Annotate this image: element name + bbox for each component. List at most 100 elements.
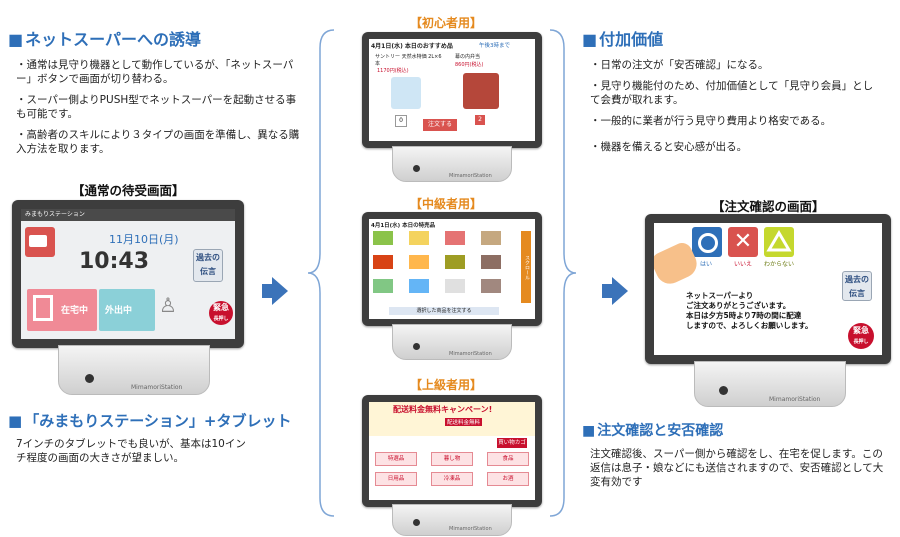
- message-button[interactable]: 過去の伝言: [193, 249, 223, 282]
- right-brace-icon: [549, 29, 577, 517]
- category-button[interactable]: 特選品: [375, 452, 417, 466]
- yes-button[interactable]: [692, 227, 722, 257]
- advanced-caption: 【上級者用】: [410, 378, 483, 392]
- emergency-button[interactable]: 緊急 長押し: [209, 301, 233, 325]
- intermediate-header: 4月1日(水) 本日の特売品: [371, 223, 436, 229]
- app-titlebar: みまもりステーション: [21, 209, 235, 221]
- standby-stand: MimamoriStation: [58, 345, 210, 395]
- category-button[interactable]: 食品: [487, 452, 529, 466]
- item1-price: 1170円(税込): [377, 68, 409, 74]
- station-text: 7インチのタブレットでも良いが、基本は10インチ程度の画面の大きさが望ましい。: [16, 438, 246, 464]
- standby-time: 10:43: [79, 249, 150, 274]
- flow-arrow-left: [262, 284, 272, 298]
- message-line: しますので、よろしくお願いします。: [686, 321, 813, 330]
- order-button[interactable]: 注文する: [423, 119, 457, 131]
- power-knob-icon: [719, 386, 728, 395]
- confirm-stand: MimamoriStation: [694, 361, 846, 407]
- stand-brand: MimamoriStation: [449, 173, 492, 179]
- beginner-caption: 【初心者用】: [410, 16, 483, 30]
- right-heading-text: 付加価値: [599, 30, 664, 49]
- advanced-tablet: 配送料金無料キャンペーン! 配送料金無料 買い物カゴ 特選品 暮し物 食品 日用…: [362, 395, 542, 507]
- item2-price: 860円(税込): [455, 62, 484, 68]
- emergency-label: 緊急: [853, 326, 869, 335]
- water-product-image[interactable]: [391, 77, 421, 109]
- confirm-screen: はい ✕ いいえ わからない 過去の伝言 ネットスーパーより ご注文ありがとうご…: [654, 223, 882, 355]
- yes-label: はい: [700, 261, 713, 268]
- beginner-stand: MimamoriStation: [392, 146, 512, 182]
- campaign-title: 配送料金無料キャンペーン!: [393, 405, 493, 414]
- emergency-sub: 長押し: [853, 339, 869, 345]
- campaign-banner[interactable]: 配送料金無料キャンペーン! 配送料金無料: [369, 402, 535, 436]
- standby-tablet: みまもりステーション 11月10日(月) 10:43 過去の伝言 在宅中 外出中…: [12, 200, 244, 348]
- standby-caption: 【通常の待受画面】: [72, 183, 185, 198]
- stand-brand: MimamoriStation: [131, 384, 183, 391]
- square-bullet-icon: ■: [582, 30, 598, 49]
- left-heading: ■ネットスーパーへの誘導: [8, 26, 201, 50]
- item1-qty[interactable]: 0: [395, 115, 407, 127]
- walking-person-icon: ♙: [159, 293, 177, 317]
- right-bullet: ・見守り機能付のため、付加価値として「見守り会員」として会費が取れます。: [590, 80, 874, 106]
- out-label: 外出中: [105, 306, 133, 316]
- flow-arrow-left-head: [272, 277, 288, 305]
- message-line: 本日は夕方5時より7時の間に配達: [686, 311, 802, 320]
- category-button[interactable]: お酒: [487, 472, 529, 486]
- message-line: ご注文ありがとうございます。: [686, 301, 791, 310]
- station-heading: ■「みまもりステーション」+タブレット: [8, 410, 291, 431]
- power-knob-icon: [413, 343, 420, 350]
- intermediate-tablet: 4月1日(水) 本日の特売品 スクロール 選択した商品を注文する: [362, 212, 542, 326]
- order-confirmation-message: ネットスーパーより ご注文ありがとうございます。 本日は夕方5時より7時の間に配…: [686, 291, 812, 331]
- power-knob-icon: [413, 165, 420, 172]
- right-bullet: ・日常の注文が「安否確認」になる。: [590, 59, 769, 71]
- delivery-truck-icon[interactable]: [25, 227, 55, 257]
- confirm-tablet: はい ✕ いいえ わからない 過去の伝言 ネットスーパーより ご注文ありがとうご…: [645, 214, 891, 364]
- house-icon: [33, 295, 53, 321]
- beginner-header-note: 午後3時まで: [479, 43, 510, 49]
- intermediate-stand: MimamoriStation: [392, 324, 512, 360]
- message-button[interactable]: 過去の伝言: [842, 271, 872, 301]
- cross-icon: ✕: [733, 229, 753, 254]
- product-grid: [373, 231, 513, 301]
- out-status-button[interactable]: 外出中: [99, 289, 155, 331]
- unknown-label: わからない: [764, 261, 795, 268]
- emergency-button[interactable]: 緊急 長押し: [848, 323, 874, 349]
- triangle-icon: [766, 230, 792, 252]
- item2-name: 幕の内弁当: [455, 54, 481, 60]
- category-button[interactable]: 日用品: [375, 472, 417, 486]
- confirm-heading: ■注文確認と安否確認: [582, 420, 723, 440]
- right-heading: ■付加価値: [582, 26, 663, 50]
- app-title: みまもりステーション: [25, 211, 85, 218]
- power-knob-icon: [85, 374, 94, 383]
- confirm-heading-text: 注文確認と安否確認: [597, 423, 724, 439]
- category-button[interactable]: 冷凍品: [431, 472, 473, 486]
- beginner-header: 4月1日(水) 本日のおすすめ品: [371, 43, 453, 50]
- left-heading-text: ネットスーパーへの誘導: [25, 30, 201, 49]
- category-button[interactable]: 暮し物: [431, 452, 473, 466]
- home-status-button[interactable]: 在宅中: [27, 289, 97, 331]
- item1-name: サントリー 天然水特価 2L×6本: [375, 54, 442, 67]
- standby-screen: みまもりステーション 11月10日(月) 10:43 過去の伝言 在宅中 外出中…: [21, 209, 235, 339]
- confirm-caption: 【注文確認の画面】: [712, 199, 825, 214]
- right-bullets: ・日常の注文が「安否確認」になる。 ・見守り機能付のため、付加価値として「見守り…: [590, 58, 882, 161]
- flow-arrow-right-head: [612, 277, 628, 305]
- beginner-screen: 4月1日(水) 本日のおすすめ品 午後3時まで サントリー 天然水特価 2L×6…: [369, 39, 535, 141]
- square-bullet-icon: ■: [8, 412, 23, 430]
- left-brace-icon: [307, 29, 335, 517]
- unknown-button[interactable]: [764, 227, 794, 257]
- stand-brand: MimamoriStation: [449, 351, 492, 357]
- stand-brand: MimamoriStation: [769, 396, 821, 403]
- bento-product-image[interactable]: [463, 73, 499, 109]
- square-bullet-icon: ■: [8, 30, 24, 49]
- item2-qty[interactable]: 2: [475, 115, 485, 125]
- cart-button[interactable]: 買い物カゴ: [497, 438, 527, 448]
- right-bullet: ・一般的に業者が行う見守り費用より格安である。: [590, 115, 832, 127]
- scroll-bar[interactable]: スクロール: [521, 231, 531, 303]
- order-selected-button[interactable]: 選択した商品を注文する: [389, 307, 499, 315]
- intermediate-screen: 4月1日(水) 本日の特売品 スクロール 選択した商品を注文する: [369, 219, 535, 319]
- emergency-label: 緊急: [213, 303, 229, 312]
- flow-arrow-right: [602, 284, 612, 298]
- left-bullet: ・高齢者のスキルにより３タイプの画面を準備し、異なる購入方法を取ります。: [16, 129, 300, 155]
- no-button[interactable]: ✕: [728, 227, 758, 257]
- intermediate-caption: 【中級者用】: [410, 197, 483, 211]
- power-knob-icon: [413, 519, 420, 526]
- beginner-tablet: 4月1日(水) 本日のおすすめ品 午後3時まで サントリー 天然水特価 2L×6…: [362, 32, 542, 148]
